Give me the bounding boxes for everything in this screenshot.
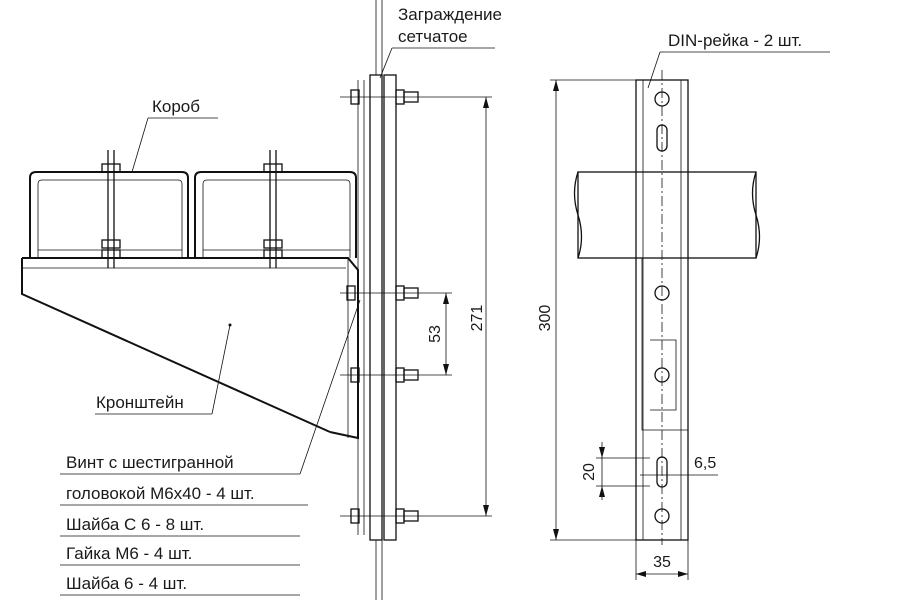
spec-line-2: головокой М6х40 - 4 шт.	[66, 484, 255, 503]
spec-line-4: Гайка М6 - 4 шт.	[66, 544, 192, 563]
bracket-shape	[21, 257, 359, 440]
box-label: Короб	[152, 97, 200, 116]
bolt-top	[340, 89, 420, 105]
dim-271: 271	[420, 96, 492, 517]
dim-6-5-label: 6,5	[694, 455, 716, 472]
cable-box-left	[29, 150, 189, 268]
spec-line-3: Шайба С 6 - 8 шт.	[66, 515, 204, 534]
dim-6-5: 6,5	[640, 455, 718, 482]
dim-300: 300	[537, 79, 640, 541]
dim-20-label: 20	[581, 463, 598, 481]
dim-53-label: 53	[427, 325, 444, 343]
dim-35: 35	[635, 540, 689, 580]
bolt-bottom	[340, 508, 420, 524]
spec-line-1: Винт с шестигранной	[66, 453, 234, 472]
bracket-label: Кронштейн	[96, 393, 184, 412]
dim-300-label: 300	[537, 305, 554, 332]
leaders	[60, 47, 830, 596]
fence-label-line2: сетчатое	[398, 27, 468, 46]
cable-box-right	[194, 150, 357, 268]
dim-35-label: 35	[653, 554, 671, 571]
dim-53: 53	[420, 292, 452, 376]
box-section	[573, 171, 761, 259]
fence-label-line1: Заграждение	[398, 5, 502, 24]
spec-line-5: Шайба 6 - 4 шт.	[66, 574, 187, 593]
mesh-fence	[357, 0, 397, 600]
bolt-group	[340, 89, 420, 524]
bolt-lower-middle	[340, 367, 420, 383]
din-rail-label: DIN-рейка - 2 шт.	[668, 31, 802, 50]
dim-20: 20	[581, 442, 650, 500]
bolt-upper-middle	[340, 285, 420, 301]
dim-271-label: 271	[469, 305, 486, 332]
din-rail	[635, 70, 689, 545]
